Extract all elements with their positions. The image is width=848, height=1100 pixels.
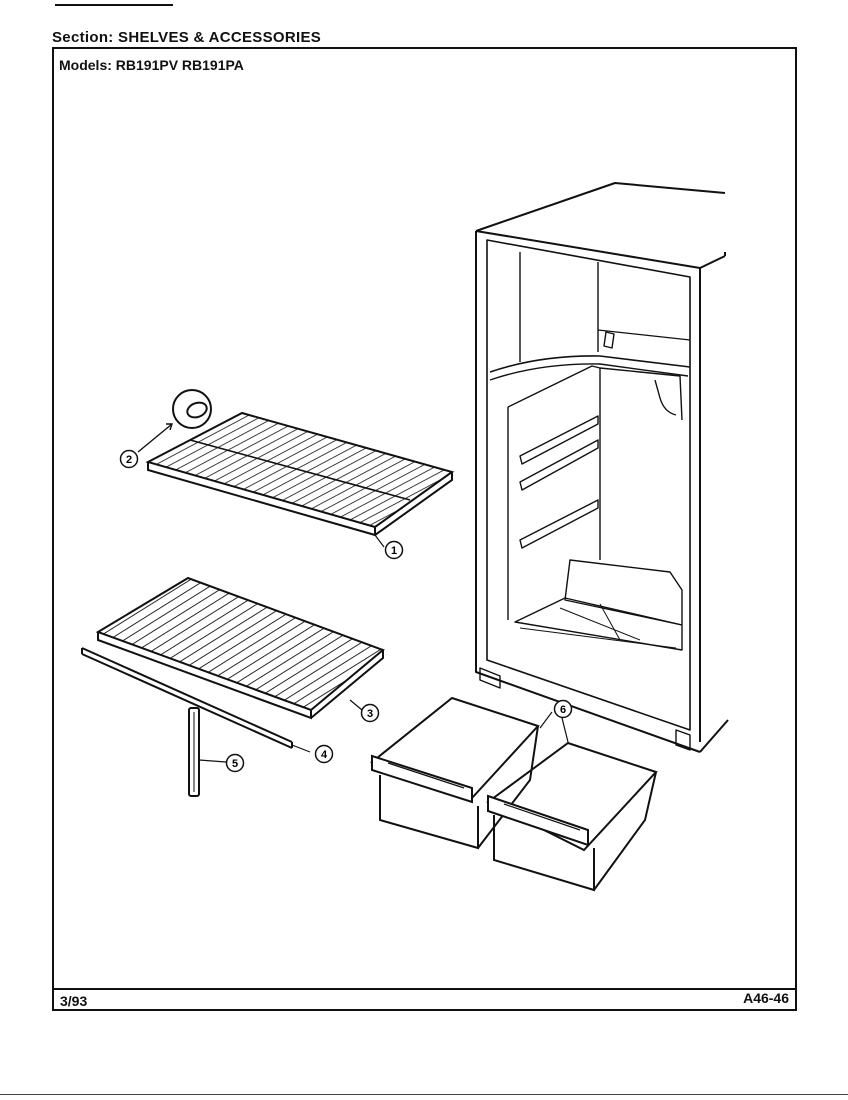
models-heading: Models: RB191PV RB191PA <box>59 57 244 73</box>
diagram-frame: Models: RB191PV RB191PA 3/93 A46-46 <box>52 47 797 1011</box>
section-label: Section: <box>52 29 114 46</box>
diagram-code: A46-46 <box>743 990 789 1006</box>
section-value: SHELVES & ACCESSORIES <box>118 29 322 46</box>
callout-5-label: 5 <box>232 758 238 770</box>
crisper-drawer-right <box>486 741 658 892</box>
callout-1: 1 <box>384 540 404 560</box>
crisper-drawer-left <box>369 696 540 850</box>
callout-3-label: 3 <box>367 708 373 720</box>
callout-leaders <box>198 534 569 763</box>
callout-2-label: 2 <box>126 454 132 466</box>
callout-2: 2 <box>119 449 139 469</box>
callout-5: 5 <box>225 753 245 773</box>
upper-wire-shelf <box>145 411 455 537</box>
shelf-stop-detail <box>137 389 212 453</box>
top-rule <box>55 4 173 6</box>
lower-wire-shelf <box>95 576 385 720</box>
callout-6-label: 6 <box>560 704 566 716</box>
callout-4: 4 <box>314 744 334 764</box>
support-bar <box>188 707 200 797</box>
callout-4-label: 4 <box>321 749 328 761</box>
footer-divider <box>54 988 795 990</box>
callout-1-label: 1 <box>391 545 397 557</box>
callout-3: 3 <box>360 703 380 723</box>
models-label: Models: <box>59 57 112 73</box>
models-value: RB191PV RB191PA <box>115 57 244 73</box>
section-heading: Section: SHELVES & ACCESSORIES <box>52 29 321 46</box>
refrigerator-cabinet <box>475 182 729 753</box>
page-bottom-rule <box>0 1094 848 1095</box>
revision-date: 3/93 <box>60 993 88 1009</box>
callout-6: 6 <box>553 699 573 719</box>
